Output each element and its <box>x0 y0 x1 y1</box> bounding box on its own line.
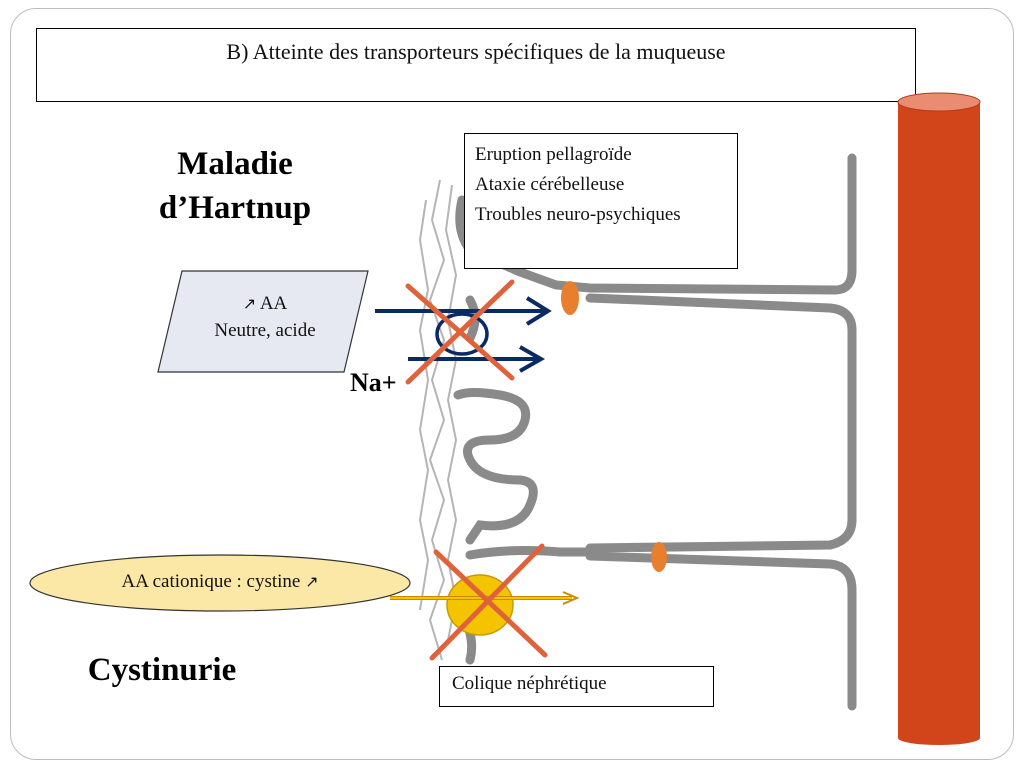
hartnup-substrate-shape <box>157 270 369 373</box>
symptom-item: Ataxie cérébelleuse <box>475 174 625 195</box>
cystinurie-heading: Cystinurie <box>87 652 237 688</box>
hartnup-substrate-label: ↗ AA Neutre, acide <box>180 290 350 344</box>
title-box: B) Atteinte des transporteurs spécifique… <box>36 28 916 102</box>
cystinurie-symptom-box: Colique néphrétique <box>439 666 714 707</box>
cystinurie-substrate-shape <box>29 554 411 612</box>
symptom-item: Colique néphrétique <box>452 673 607 694</box>
hartnup-symptoms-box: Eruption pellagroïde Ataxie cérébelleuse… <box>464 133 738 269</box>
symptom-item: Troubles neuro-psychiques <box>475 204 681 225</box>
cystine-substrate-text: AA cationique : cystine <box>121 571 301 592</box>
cystine-arrow <box>390 591 580 605</box>
hartnup-heading: Maladie d’Hartnup <box>158 146 312 226</box>
hartnup-transporter <box>435 312 489 356</box>
basolateral-pump-top <box>561 281 579 315</box>
blood-vessel <box>897 92 981 745</box>
increase-arrow-icon: ↗ <box>242 294 257 313</box>
cystine-block-cross <box>429 543 548 661</box>
slide-title: B) Atteinte des transporteurs spécifique… <box>226 39 726 64</box>
hartnup-block-cross <box>405 279 515 385</box>
brush-border <box>418 179 458 661</box>
basolateral-pump-bottom <box>651 542 667 572</box>
increase-arrow-icon: ↗ <box>305 572 319 591</box>
symptom-item: Eruption pellagroïde <box>475 144 632 165</box>
slide-frame <box>10 8 1014 760</box>
substrate-line-1: AA <box>259 293 288 314</box>
substrate-line-2: Neutre, acide <box>214 320 316 341</box>
sodium-label: Na+ <box>350 368 397 397</box>
cystine-substrate-label: AA cationique : cystine ↗ <box>30 568 410 596</box>
